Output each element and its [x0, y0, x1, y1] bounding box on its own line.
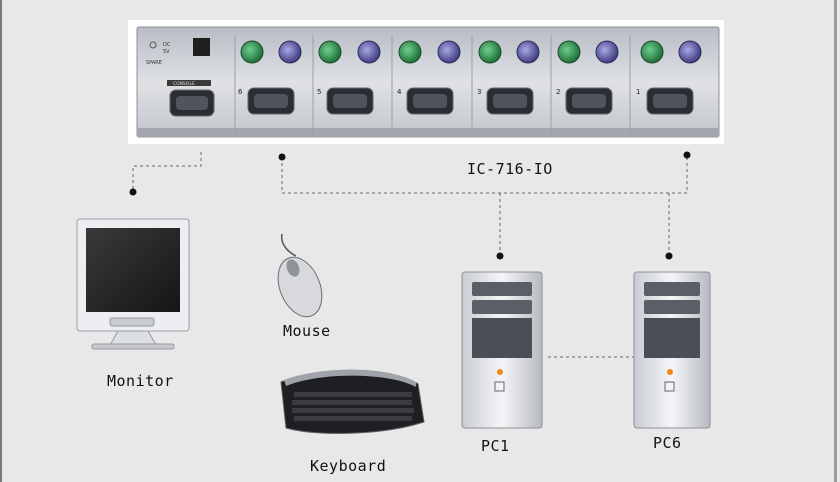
ps2-port-icon [516, 40, 540, 64]
port-number-5: 5 [317, 88, 321, 96]
monitor-label: Monitor [107, 372, 174, 390]
port-number-6: 6 [238, 88, 243, 96]
mouse-icon [277, 233, 323, 318]
port-number-4: 4 [397, 88, 402, 96]
ps2-port-icon [640, 40, 664, 64]
model-label: IC-716-IO [467, 160, 553, 178]
pc-tower-icon [461, 271, 543, 429]
port-number-1: 1 [636, 88, 640, 96]
ps2-port-icon [437, 40, 461, 64]
port-group-1 [640, 40, 702, 115]
ps2-port-icon [595, 40, 619, 64]
kvm-device: SPARE DC 5V CONSOLE 6 5 4 3 2 1 [128, 20, 724, 144]
power-volt-text: 5V [163, 49, 170, 55]
port-group-2 [557, 40, 619, 115]
keyboard-icon [280, 369, 425, 434]
console-section [149, 38, 215, 117]
monitor-icon [76, 218, 190, 350]
console-label-plate [167, 80, 211, 86]
pc1-label: PC1 [481, 437, 510, 455]
console-text: CONSOLE [173, 81, 195, 87]
ps2-port-icon [318, 40, 342, 64]
ps2-port-icon [240, 40, 264, 64]
spare-text: SPARE [146, 60, 162, 66]
ps2-port-icon [357, 40, 381, 64]
port-group-3 [478, 40, 540, 115]
port-number-3: 3 [477, 88, 481, 96]
pc6-label: PC6 [653, 434, 682, 452]
ps2-port-icon [678, 40, 702, 64]
port-group-4 [398, 40, 461, 115]
connection-lines [132, 152, 688, 358]
port-number-2: 2 [556, 88, 560, 96]
connector-dots [129, 151, 691, 260]
ps2-port-icon [398, 40, 422, 64]
port-group-5 [318, 40, 381, 115]
keyboard-label: Keyboard [310, 457, 387, 475]
ps2-port-icon [278, 40, 302, 64]
port-groups [234, 35, 702, 135]
pc-tower-icon [633, 271, 711, 429]
mouse-label: Mouse [283, 322, 331, 340]
pc-bus-cable [281, 155, 688, 194]
port-group-6 [240, 40, 302, 115]
ps2-port-icon [557, 40, 581, 64]
monitor-cable [132, 152, 202, 192]
ps2-port-icon [478, 40, 502, 64]
power-dc-text: DC [163, 42, 171, 48]
power-jack-icon [193, 38, 210, 56]
